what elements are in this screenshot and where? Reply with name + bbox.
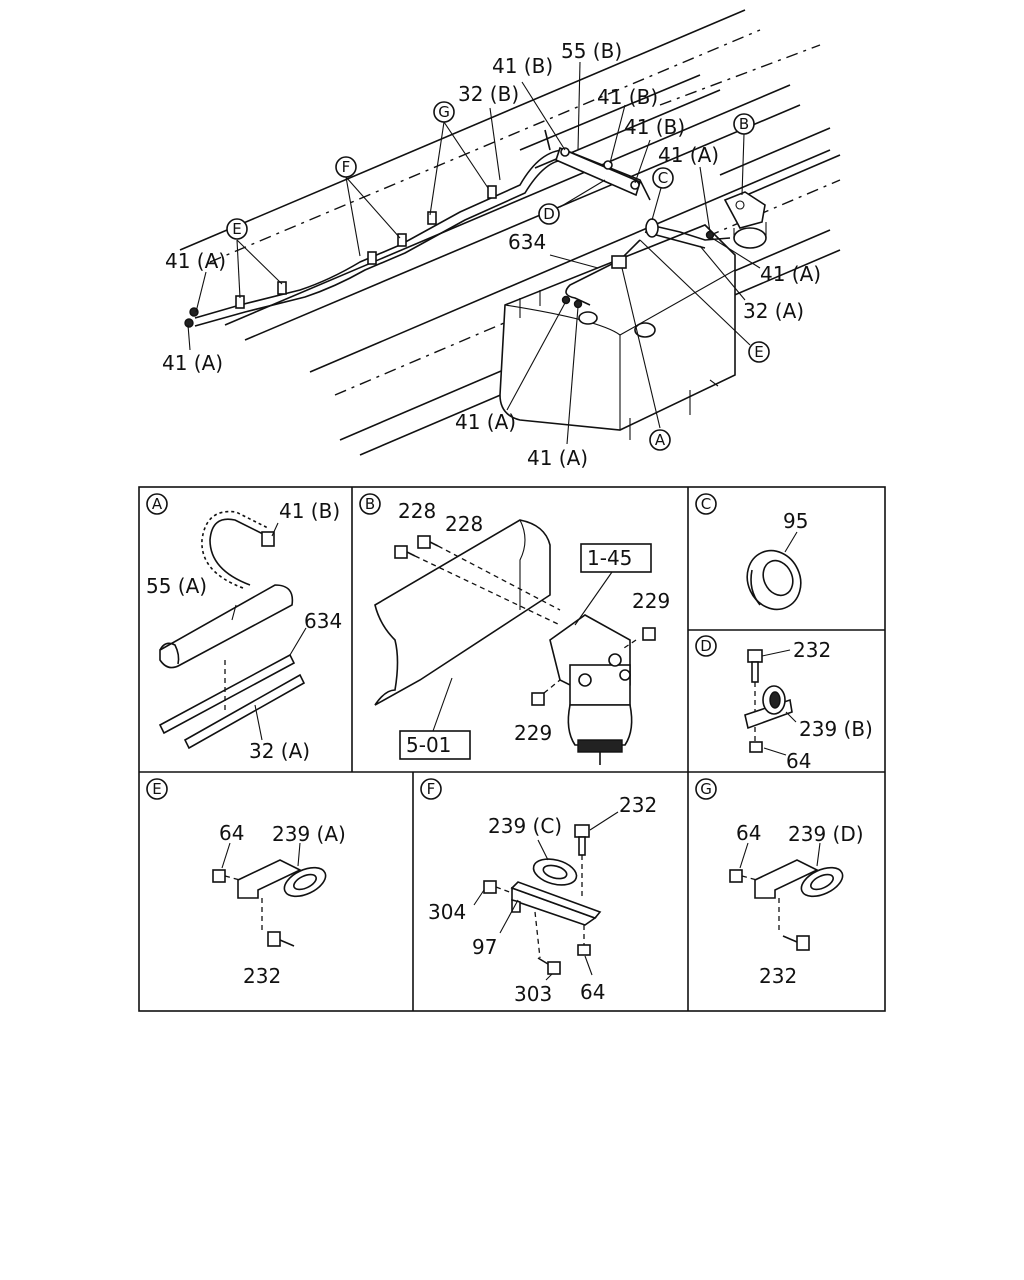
panel-e: E 64 239 (A) 232 [146, 778, 346, 988]
bolt-232 [267, 931, 295, 947]
label-41a-l2: 41 (A) [162, 351, 223, 375]
fuel-lines [184, 129, 731, 328]
panel-d-label-232: 232 [793, 638, 831, 662]
label-41a-r1: 41 (A) [658, 143, 719, 167]
bracket-clip-239d [754, 859, 844, 899]
bracket-97 [510, 881, 602, 926]
bolt-232 [747, 649, 763, 683]
detail-grid-frame [138, 486, 886, 1012]
bracket-clip-239a [237, 859, 327, 899]
label-41b-2: 41 (B) [597, 85, 658, 109]
panel-b-label-229b: 229 [514, 721, 552, 745]
label-41b-3: 41 (B) [624, 115, 685, 139]
ref-box-1-45 [580, 543, 652, 573]
fuel-filter-assembly [549, 614, 633, 765]
nut-229 [531, 627, 656, 706]
bolt-303 [537, 957, 561, 975]
panel-b-marker: B [365, 495, 375, 513]
panel-d-label-239b: 239 (B) [799, 717, 873, 741]
marker-f: F [342, 158, 351, 176]
fuel-tank [499, 224, 736, 440]
label-41b-top: 41 (B) [492, 54, 553, 78]
panel-f-label-97: 97 [472, 935, 497, 959]
label-41a-r2: 41 (A) [760, 262, 821, 286]
label-41a-b2: 41 (A) [527, 446, 588, 470]
ref-box-5-01 [399, 730, 471, 760]
panel-f-label-232: 232 [619, 793, 657, 817]
panel-g-marker: G [700, 780, 712, 798]
fuel-filter [723, 191, 767, 249]
marker-e-right: E [754, 343, 763, 361]
panel-c: C 95 [695, 493, 808, 611]
panel-a-marker: A [152, 495, 163, 513]
nut-64 [749, 741, 763, 753]
panel-b-ref-1-45: 1-45 [587, 546, 632, 570]
marker-b: B [739, 115, 749, 133]
nut-64 [577, 944, 591, 956]
panel-a-label-55a: 55 (A) [146, 574, 207, 598]
marker-g: G [438, 103, 450, 121]
panel-e-marker: E [152, 780, 161, 798]
panel-b-ref-5-01: 5-01 [406, 733, 451, 757]
fuel-tube-32a [183, 673, 306, 750]
clip-239b [744, 685, 793, 730]
panel-g: G 64 239 (D) 232 [695, 778, 864, 988]
label-32a: 32 (A) [743, 299, 804, 323]
marker-e-left: E [232, 220, 241, 238]
label-32b: 32 (B) [458, 82, 519, 106]
panel-g-label-239d: 239 (D) [788, 822, 864, 846]
panel-f-label-304: 304 [428, 900, 466, 924]
marker-a: A [655, 431, 666, 449]
overview-illustration: G F E D C B E A 41 (B) 55 (B) 32 (B) 41 … [162, 9, 841, 470]
panel-b-label-228b: 228 [445, 512, 483, 536]
panel-e-label-64: 64 [219, 821, 244, 845]
panel-g-label-64: 64 [736, 821, 761, 845]
bolt-228 [394, 535, 439, 559]
marker-c: C [658, 169, 668, 187]
label-634: 634 [508, 230, 546, 254]
panel-a-label-634: 634 [304, 609, 342, 633]
label-41a-l1: 41 (A) [165, 249, 226, 273]
fuel-tube-634 [158, 653, 296, 735]
panel-d-marker: D [700, 637, 712, 655]
panel-b-label-228a: 228 [398, 499, 436, 523]
frame-member [374, 519, 551, 706]
panel-b: B [359, 493, 670, 765]
panel-f-label-239c: 239 (C) [488, 814, 562, 838]
label-55b: 55 (B) [561, 39, 622, 63]
panel-f-marker: F [427, 780, 436, 798]
panel-e-label-239a: 239 (A) [272, 822, 346, 846]
panel-f: F 239 (C) 232 304 97 [420, 778, 657, 1006]
overview-labels: 41 (B) 55 (B) 32 (B) 41 (B) 41 (B) 41 (A… [162, 39, 821, 470]
panel-f-label-64: 64 [580, 980, 605, 1004]
panel-a-label-41b: 41 (B) [279, 499, 340, 523]
panel-d-label-64: 64 [786, 749, 811, 773]
protector-sleeve [159, 584, 294, 669]
grommet-95 [746, 549, 802, 611]
hose-clamp [209, 518, 266, 586]
panel-a: A 41 (B) 55 (A) 634 32 (A) [146, 493, 342, 763]
panel-c-marker: C [701, 495, 711, 513]
marker-d: D [543, 205, 555, 223]
nut-64 [729, 869, 743, 883]
overview-markers: G F E D C B E A [226, 101, 770, 451]
panel-f-label-303: 303 [514, 982, 552, 1006]
label-41a-b1: 41 (A) [455, 410, 516, 434]
panel-c-label-95: 95 [783, 509, 808, 533]
bolt-232 [782, 935, 810, 951]
panel-a-label-32a: 32 (A) [249, 739, 310, 763]
overview-leader-lines [187, 61, 761, 445]
panel-g-label-232: 232 [759, 964, 797, 988]
bolt-232 [574, 824, 590, 856]
clip-239c [532, 858, 578, 886]
panel-d: D 232 239 (B) 64 [695, 635, 873, 773]
panel-e-label-232: 232 [243, 964, 281, 988]
nut-64 [212, 869, 226, 883]
nut-304 [483, 880, 497, 894]
panel-b-label-229a: 229 [632, 589, 670, 613]
